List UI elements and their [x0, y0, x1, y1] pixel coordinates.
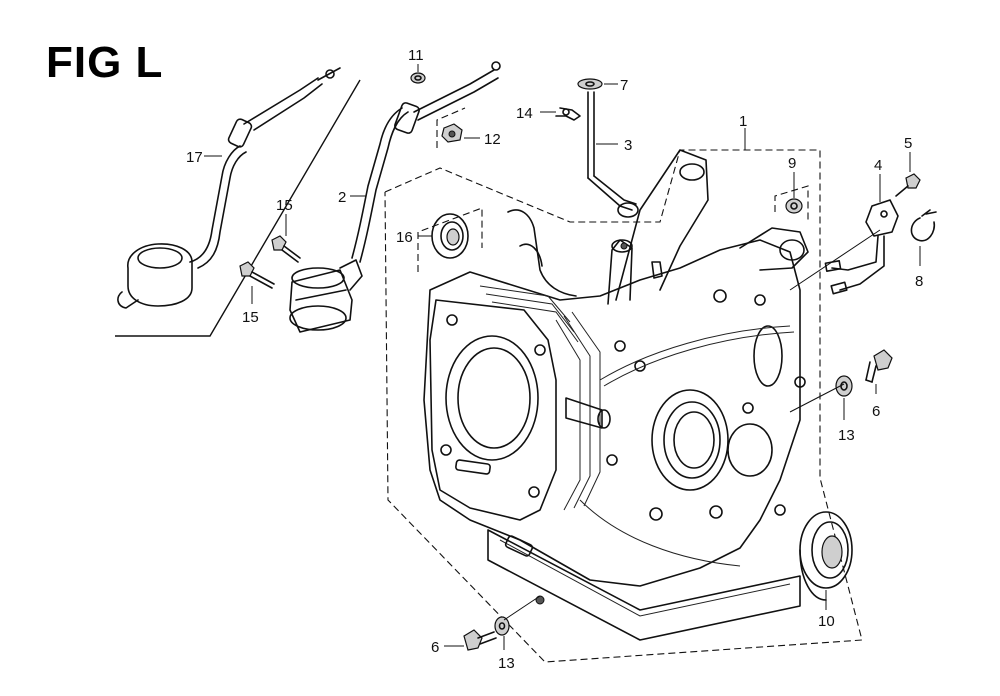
part-9-grommet [785, 198, 803, 214]
part-16-oil-seal [431, 213, 469, 259]
part-5-bolt [895, 173, 921, 197]
callout-15-lower: 15 [242, 309, 259, 326]
callout-labels: 1 2 3 4 5 6 6 7 8 9 10 11 12 13 13 14 15… [186, 47, 923, 672]
part-15-bolt-lower [239, 261, 275, 289]
part-15-bolt-upper [271, 235, 301, 263]
part-13-washer-lower [494, 616, 510, 636]
group-outline-left [115, 79, 361, 337]
callout-6-lower: 6 [431, 639, 439, 656]
callout-1: 1 [739, 113, 747, 130]
part-2-choke-cable [351, 61, 501, 263]
callout-13-lower: 13 [498, 655, 515, 672]
callout-16: 16 [396, 229, 413, 246]
part-7-washer [577, 78, 603, 90]
part-8-clamp [910, 209, 937, 242]
figure-title: FIG L [46, 38, 164, 87]
callout-14: 14 [516, 105, 533, 122]
part-14-clip [555, 107, 581, 121]
leader-lines [204, 64, 921, 650]
part-11-nut [410, 72, 426, 84]
part-10-oil-seal [799, 511, 853, 601]
callout-2: 2 [338, 189, 346, 206]
part-6-bolt-upper [865, 349, 893, 383]
part-13-washer-upper [835, 375, 853, 397]
part-4-oil-sensor [824, 199, 899, 295]
callout-12: 12 [484, 131, 501, 148]
callout-8: 8 [915, 273, 923, 290]
callout-11: 11 [408, 47, 424, 64]
callout-3: 3 [624, 137, 632, 154]
callout-9: 9 [788, 155, 796, 172]
callout-7: 7 [620, 77, 628, 94]
part-1-crankcase [423, 149, 809, 641]
part-6-bolt-lower [463, 629, 497, 651]
callout-6-upper: 6 [872, 403, 880, 420]
part-3-rod [587, 91, 639, 218]
callout-15-upper: 15 [276, 197, 293, 214]
callout-10: 10 [818, 613, 835, 630]
part-17-throttle-cable [117, 67, 341, 309]
group-outline-12 [436, 107, 466, 148]
callout-4: 4 [874, 157, 882, 174]
part-12-nut [441, 123, 463, 143]
choke-solenoid-assembly [289, 259, 363, 333]
callout-17: 17 [186, 149, 203, 166]
callout-13-upper: 13 [838, 427, 855, 444]
group-outline-crankcase [384, 149, 863, 663]
group-outline-9 [774, 185, 809, 222]
callout-5: 5 [904, 135, 912, 152]
